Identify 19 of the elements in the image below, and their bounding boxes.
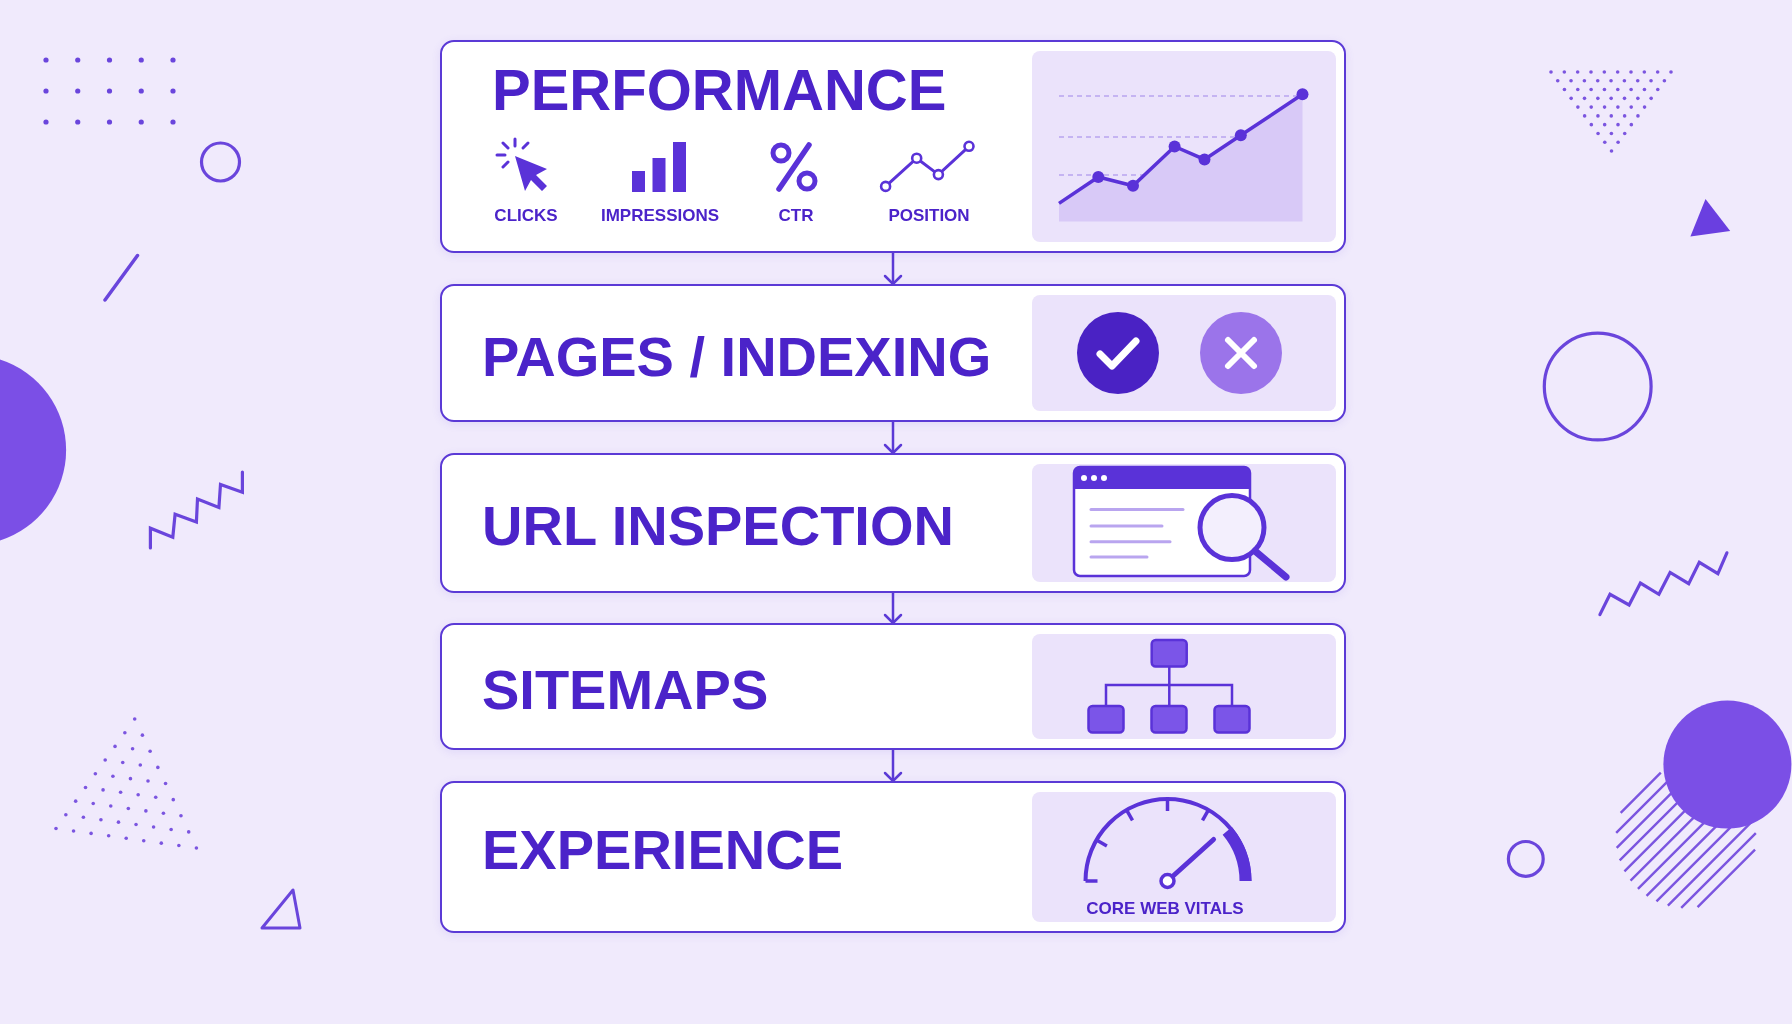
step-box <box>440 453 1346 593</box>
metric-label: POSITION <box>888 207 970 224</box>
step-title: PERFORMANCE <box>492 61 947 119</box>
step-title: URL INSPECTION <box>482 498 954 554</box>
step-title: SITEMAPS <box>482 662 769 718</box>
step-title: PAGES / INDEXING <box>482 329 992 385</box>
gauge-caption: CORE WEB VITALS <box>1086 900 1244 917</box>
metric-label: CLICKS <box>494 207 558 224</box>
step-box <box>440 781 1346 933</box>
arrow <box>883 253 903 286</box>
metric-label: CTR <box>778 207 814 224</box>
step-box <box>440 40 1346 253</box>
step-title: EXPERIENCE <box>482 822 843 878</box>
step-box <box>440 284 1346 422</box>
arrow <box>883 422 903 455</box>
metric-label: IMPRESSIONS <box>600 207 720 224</box>
arrow <box>883 750 903 783</box>
arrow <box>883 593 903 625</box>
step-box <box>440 623 1346 750</box>
